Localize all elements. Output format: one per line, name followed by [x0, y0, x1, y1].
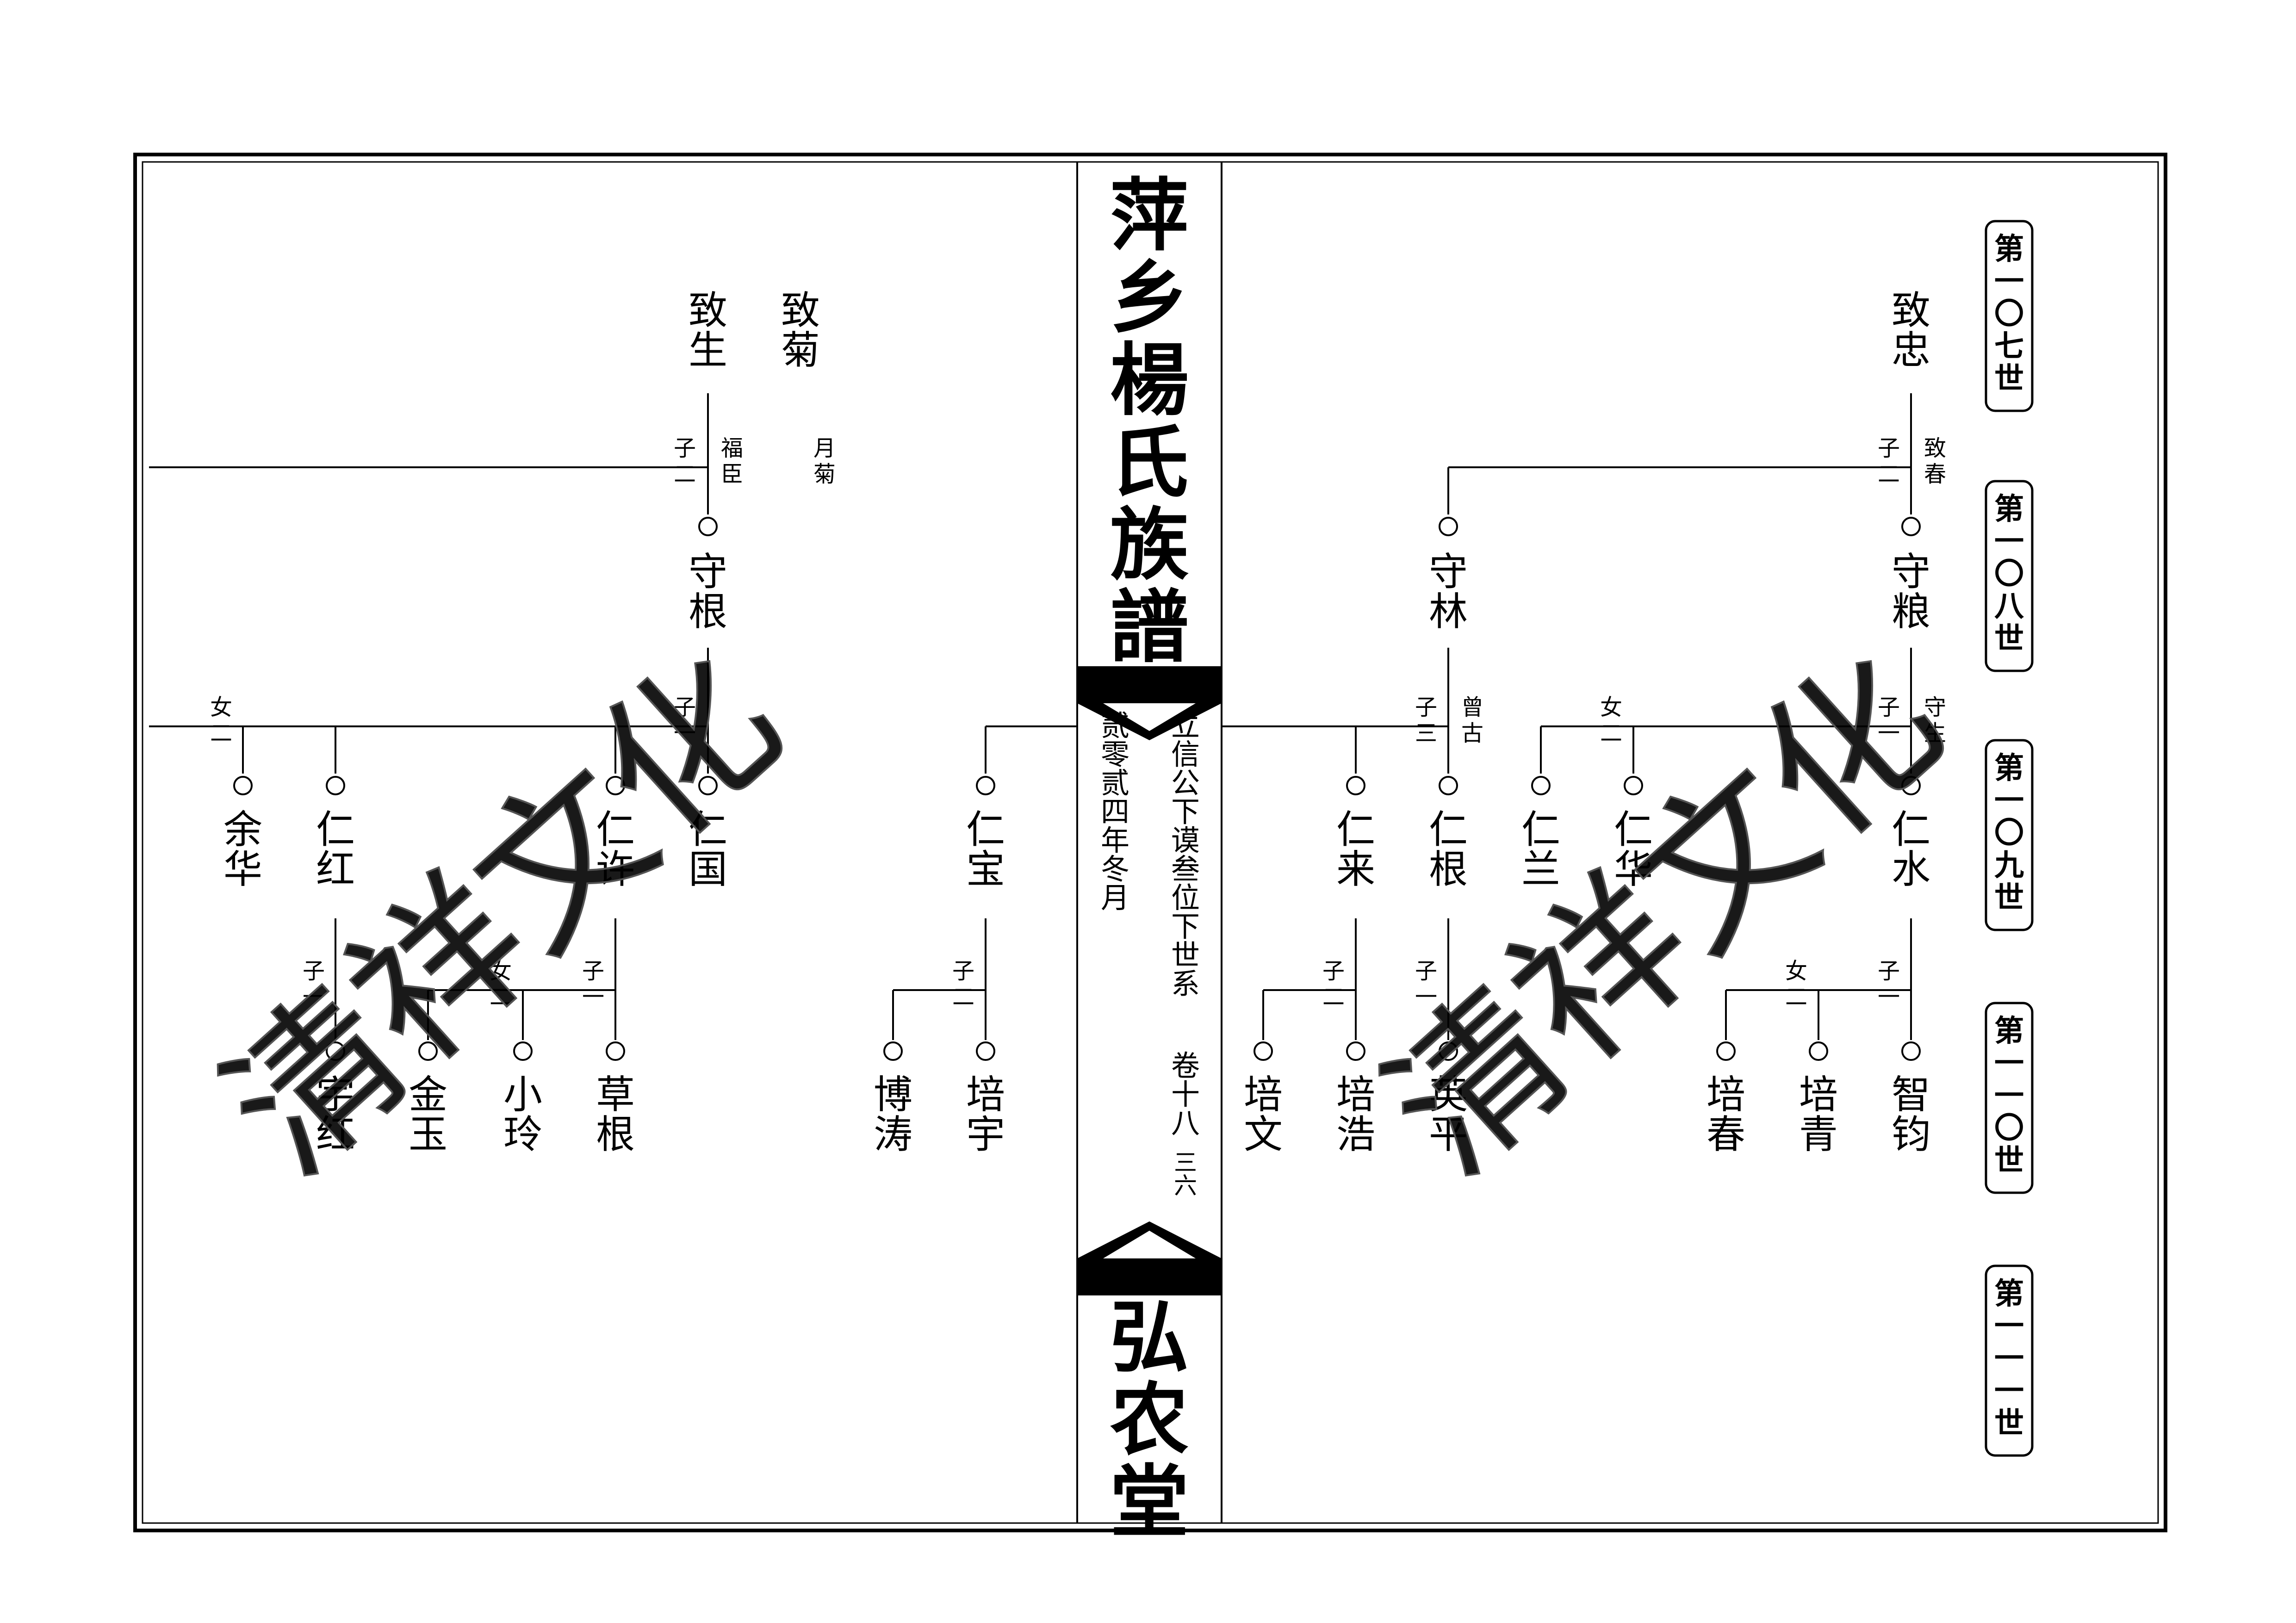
annotation: 守生 — [1924, 694, 1946, 746]
tree-lines — [149, 393, 1912, 1040]
generation-badge — [1985, 1264, 2034, 1457]
person-name: 致菊 — [781, 288, 820, 373]
person-name: 仁宝 — [966, 807, 1005, 892]
lineage-line: 立信公下谟叁位下世系 — [1171, 709, 1200, 1001]
spine — [1076, 162, 1222, 1523]
generation-label: 第一一〇世 — [1994, 1014, 2024, 1178]
person-name: 仁红 — [316, 807, 355, 892]
child-count: 子三 — [1415, 694, 1437, 746]
annotation: 福臣 — [721, 435, 743, 487]
person-name: 博涛 — [874, 1072, 912, 1157]
watermark-text: 清祥文化 — [191, 619, 815, 1209]
person-name: 守粮 — [1892, 549, 1930, 634]
outer-frame — [133, 153, 2167, 1532]
child-count: 子一 — [1878, 694, 1900, 746]
person-name: 培春 — [1706, 1072, 1745, 1157]
child-count: 子一 — [582, 958, 604, 1010]
book-title: 萍乡楊氏族譜 — [1110, 169, 1189, 674]
child-count: 子二 — [952, 958, 974, 1010]
generation-label: 第一一一世 — [1994, 1276, 2024, 1441]
person-name: 培宇 — [966, 1072, 1005, 1157]
child-count: 女二 — [1785, 958, 1807, 1010]
generation-badge — [1985, 1002, 2034, 1194]
person-name: 仁水 — [1892, 807, 1930, 892]
person-name: 仁国 — [689, 807, 727, 892]
generation-label: 第一〇八世 — [1994, 492, 2024, 656]
person-name: 英平 — [1429, 1072, 1468, 1157]
annotation: 曾古 — [1461, 694, 1483, 746]
child-count: 子一 — [1878, 958, 1900, 1010]
person-name: 守根 — [689, 549, 727, 634]
generation-badge — [1985, 220, 2034, 412]
child-count: 女二 — [1600, 694, 1622, 746]
child-count: 子二 — [674, 435, 696, 487]
person-name: 小玲 — [503, 1072, 542, 1157]
child-count: 女二 — [490, 958, 512, 1010]
child-count: 子二 — [1322, 958, 1345, 1010]
generation-badge — [1985, 480, 2034, 672]
inner-frame — [142, 161, 2159, 1524]
hall-name: 弘农堂 — [1110, 1291, 1189, 1549]
generation-badge — [1985, 739, 2034, 931]
child-count: 女二 — [210, 694, 232, 746]
person-name: 仁兰 — [1521, 807, 1560, 892]
person-name: 培文 — [1244, 1072, 1283, 1157]
person-name: 金玉 — [409, 1072, 447, 1157]
generation-label: 第一〇七世 — [1994, 232, 2024, 396]
child-count: 子一 — [1415, 958, 1437, 1010]
person-name: 仁根 — [1429, 807, 1468, 892]
generation-column — [1985, 220, 2034, 1457]
compile-date: 贰零贰四年冬月 — [1101, 709, 1129, 915]
person-name: 余华 — [223, 807, 262, 892]
page-number: 三六 — [1174, 1149, 1197, 1199]
tree-nodes — [233, 517, 1921, 1061]
person-name: 守林 — [1429, 549, 1468, 634]
person-name: 致忠 — [1892, 288, 1930, 373]
annotation: 月菊 — [813, 435, 836, 487]
person-name: 宇红 — [316, 1072, 355, 1157]
child-count: 子二 — [1878, 435, 1900, 487]
person-name: 致生 — [689, 288, 727, 373]
person-name: 仁来 — [1336, 807, 1375, 892]
watermark-text: 清祥文化 — [1352, 619, 1977, 1209]
child-count: 子一 — [674, 694, 696, 746]
volume-number: 卷十八 — [1171, 1049, 1200, 1140]
person-name: 智钧 — [1892, 1072, 1930, 1157]
annotation: 致春 — [1924, 435, 1946, 487]
person-name: 培浩 — [1336, 1072, 1375, 1157]
person-name: 仁华 — [1614, 807, 1653, 892]
person-name: 仁许 — [596, 807, 635, 892]
person-name: 草根 — [596, 1072, 635, 1157]
generation-label: 第一〇九世 — [1994, 751, 2024, 915]
person-name: 培青 — [1799, 1072, 1838, 1157]
child-count: 子一 — [303, 958, 325, 1010]
